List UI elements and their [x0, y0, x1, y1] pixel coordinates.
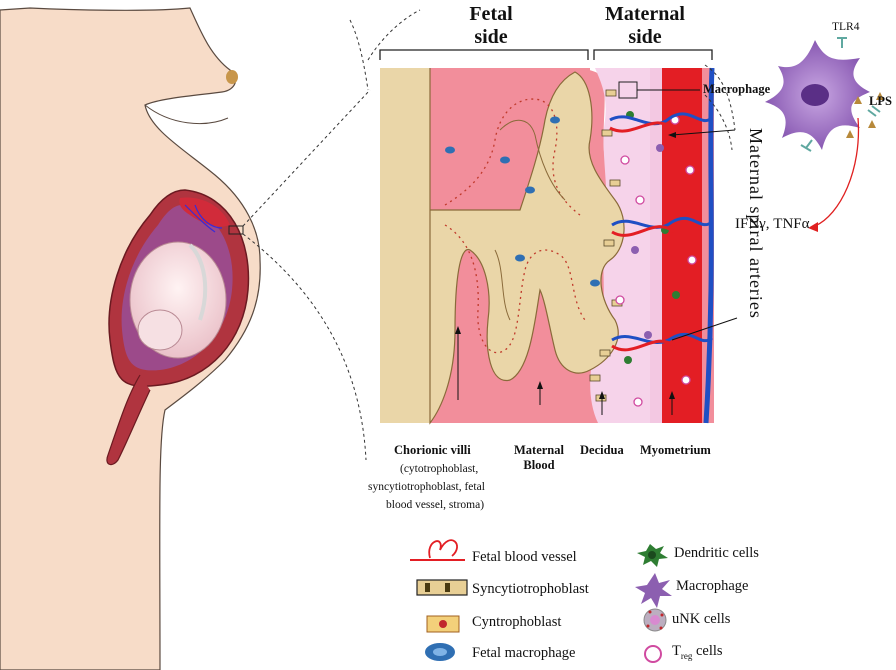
spiral-arteries-label: Maternal spiral arteries: [746, 128, 766, 319]
legend-treg-cells: Treg cells: [672, 643, 723, 661]
legend-cyntrophoblast-symbol: [426, 615, 460, 633]
maternal-blood-label: Maternal Blood: [510, 443, 568, 473]
uterus-with-fetus: [106, 189, 250, 466]
legend-fetal-macrophage: Fetal macrophage: [472, 645, 576, 661]
legend-unk-cells-symbol: [643, 608, 667, 632]
chorionic-villi-detail-2: syncytiotrophoblast, fetal: [368, 481, 485, 493]
legend-syncytiotrophoblast: Syncytiotrophoblast: [472, 581, 589, 597]
maternal-side-line1: Maternal: [605, 3, 685, 25]
activated-macrophage: [765, 37, 884, 232]
maternal-side-line2: side: [628, 26, 662, 48]
legend-dendritic-cells: Dendritic cells: [674, 545, 759, 561]
treg-prefix: T: [672, 643, 681, 659]
legend-macrophage: Macrophage: [676, 578, 749, 594]
legend-treg-cells-symbol: [644, 645, 662, 663]
chorionic-villi-detail-1: (cytotrophoblast,: [400, 463, 479, 475]
fetal-side-bracket: [379, 49, 589, 60]
placenta-section: [380, 67, 715, 425]
myometrium-label: Myometrium: [640, 443, 711, 457]
chorionic-villi-label: Chorionic villi: [394, 443, 471, 457]
legend-cyntrophoblast: Cyntrophoblast: [472, 614, 562, 630]
fetal-side-line2: side: [474, 26, 508, 48]
chorionic-villi-detail-3: blood vessel, stroma): [386, 499, 485, 511]
legend-syncytiotrophoblast-symbol: [416, 579, 468, 596]
fetal-side-header: Fetal side: [455, 3, 527, 49]
zoom-box: [228, 225, 244, 235]
tlr4-label: TLR4: [832, 21, 860, 33]
maternal-blood-line1: Maternal: [514, 443, 564, 457]
legend-dendritic-cells-symbol: [637, 544, 668, 567]
legend-fetal-blood-vessel-symbol: [410, 539, 465, 561]
lps-label: LPS: [869, 94, 892, 108]
maternal-blood-line2: Blood: [523, 458, 555, 472]
legend-macrophage-symbol: [635, 573, 672, 608]
macrophage-label: Macrophage: [703, 82, 771, 96]
legend-fetal-blood-vessel: Fetal blood vessel: [472, 549, 577, 565]
maternal-side-bracket: [593, 49, 713, 60]
treg-subscript: reg: [680, 650, 693, 661]
legend-fetal-macrophage-symbol: [425, 643, 455, 661]
maternal-side-header: Maternal side: [590, 3, 700, 49]
fetal-side-line1: Fetal: [469, 3, 513, 25]
decidua-label: Decidua: [580, 443, 624, 457]
legend-unk-cells: uNK cells: [672, 611, 731, 627]
cytokines-label: IFNγ, TNFα: [735, 216, 810, 232]
treg-suffix: cells: [692, 643, 723, 659]
